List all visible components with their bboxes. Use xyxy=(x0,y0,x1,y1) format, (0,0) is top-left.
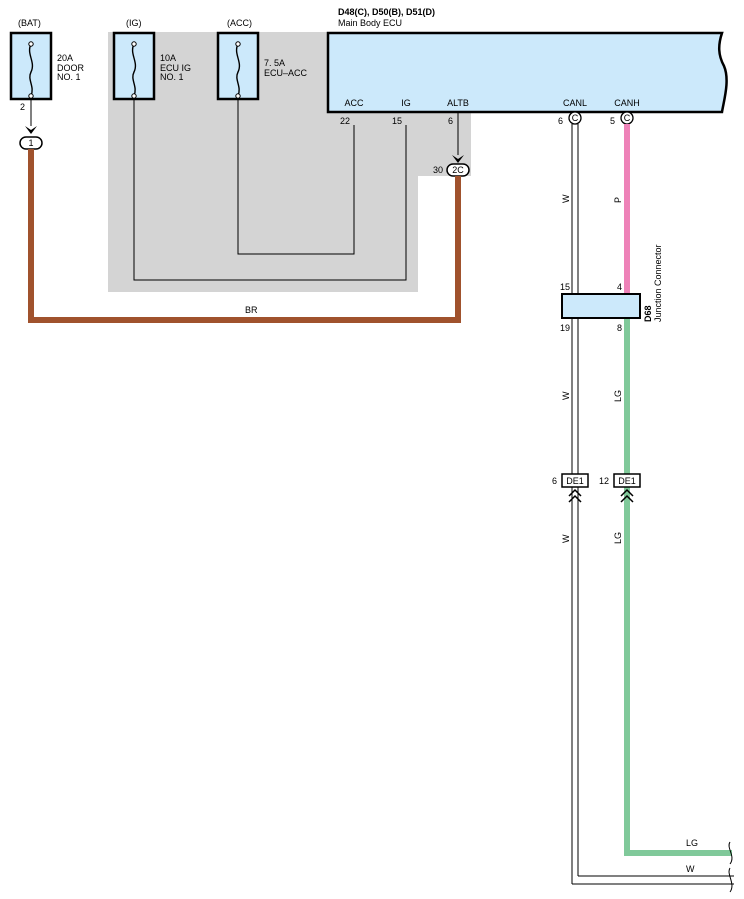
fuse-ecu-ig-element-icon xyxy=(131,43,137,97)
connector-de1-canh-pin: 12 xyxy=(599,476,609,486)
junction-connector xyxy=(561,293,641,319)
ecu-pin-canl: 6 xyxy=(558,116,563,126)
wire-break-lg-icon xyxy=(728,841,733,865)
ecu-terminal-ig: IG xyxy=(401,98,411,108)
connector-de1-canl-pin: 6 xyxy=(552,476,557,486)
junction-name: Junction Connector xyxy=(653,244,663,322)
connector-altb-code: 2C xyxy=(452,165,464,175)
wire-canh-exit-label: LG xyxy=(686,838,698,848)
wire-br-label: BR xyxy=(245,305,258,315)
arrow-down-icon xyxy=(25,126,37,134)
connector-de1-canl-code: DE1 xyxy=(566,476,584,486)
ecu-terminal-altb: ALTB xyxy=(447,98,469,108)
wire-break-w-icon xyxy=(728,867,733,893)
fuse-door-rating: 20A xyxy=(57,53,73,63)
ecu-terminal-canh: CANH xyxy=(614,98,640,108)
ecu-connector-canl-code: C xyxy=(572,113,579,123)
shaded-region xyxy=(108,32,471,292)
ecu-pin-ig: 15 xyxy=(392,116,402,126)
connector-de1-canh xyxy=(613,473,641,488)
fuse-bat-source-label: (BAT) xyxy=(18,18,41,28)
chevron-up-icon-canh xyxy=(620,488,634,503)
fuse-acc-name1: ECU–ACC xyxy=(264,68,308,78)
fuse-door-name1: DOOR xyxy=(57,63,85,73)
fuse-door-name2: NO. 1 xyxy=(57,72,81,82)
junction-pin-canh-top: 4 xyxy=(617,282,622,292)
connector-bat-in-code: 1 xyxy=(28,138,33,148)
ecu-pin-acc: 22 xyxy=(340,116,350,126)
wire-acc xyxy=(237,99,355,255)
junction-pin-canl-top: 15 xyxy=(560,282,570,292)
ecu-name: Main Body ECU xyxy=(338,18,402,28)
ecu-connector-canh-code: C xyxy=(624,113,631,123)
ecu-pin-canh: 5 xyxy=(610,116,615,126)
fuse-acc-rating: 7. 5A xyxy=(264,58,285,68)
wire-canh-middle-label: LG xyxy=(613,390,623,402)
wire-br xyxy=(28,149,461,323)
fuse-door-no1-element-icon xyxy=(28,43,34,97)
ecu-main-body xyxy=(326,31,728,114)
wire-canl-middle-label: W xyxy=(561,391,571,400)
wire-canl-lower-label: W xyxy=(561,534,571,543)
fuse-ig-name1: ECU IG xyxy=(160,63,191,73)
ecu-terminal-canl: CANL xyxy=(563,98,587,108)
fuse-ig-rating: 10A xyxy=(160,53,176,63)
wire-canh-green xyxy=(624,318,732,856)
ecu-pin-altb: 6 xyxy=(448,116,453,126)
fuse-acc-source-label: (ACC) xyxy=(227,18,252,28)
fuse-ig-source-label: (IG) xyxy=(126,18,142,28)
chevron-up-icon-canl xyxy=(568,488,582,503)
wire-canh-upper-label: P xyxy=(613,197,623,203)
wire-canh-lower-label: LG xyxy=(613,532,623,544)
connector-de1-canl xyxy=(561,473,589,488)
fuse-ecu-acc-element-icon xyxy=(235,43,241,97)
connector-altb-pin: 30 xyxy=(433,165,443,175)
ecu-title: D48(C), D50(B), D51(D) xyxy=(338,7,435,17)
wire-ig xyxy=(133,99,407,281)
junction-code: D68 xyxy=(643,305,653,322)
connector-de1-canh-code: DE1 xyxy=(618,476,636,486)
junction-pin-canh-bottom: 8 xyxy=(617,323,622,333)
fuse-door-pin: 2 xyxy=(20,102,25,112)
ecu-connector-canl xyxy=(568,111,582,125)
wire-canl-exit-label: W xyxy=(686,864,695,874)
wire-canl-upper-label: W xyxy=(561,194,571,203)
junction-pin-canl-bottom: 19 xyxy=(560,323,570,333)
ecu-terminal-acc: ACC xyxy=(344,98,364,108)
arrow-down-icon-altb xyxy=(452,155,464,163)
fuse-ig-name2: NO. 1 xyxy=(160,72,184,82)
